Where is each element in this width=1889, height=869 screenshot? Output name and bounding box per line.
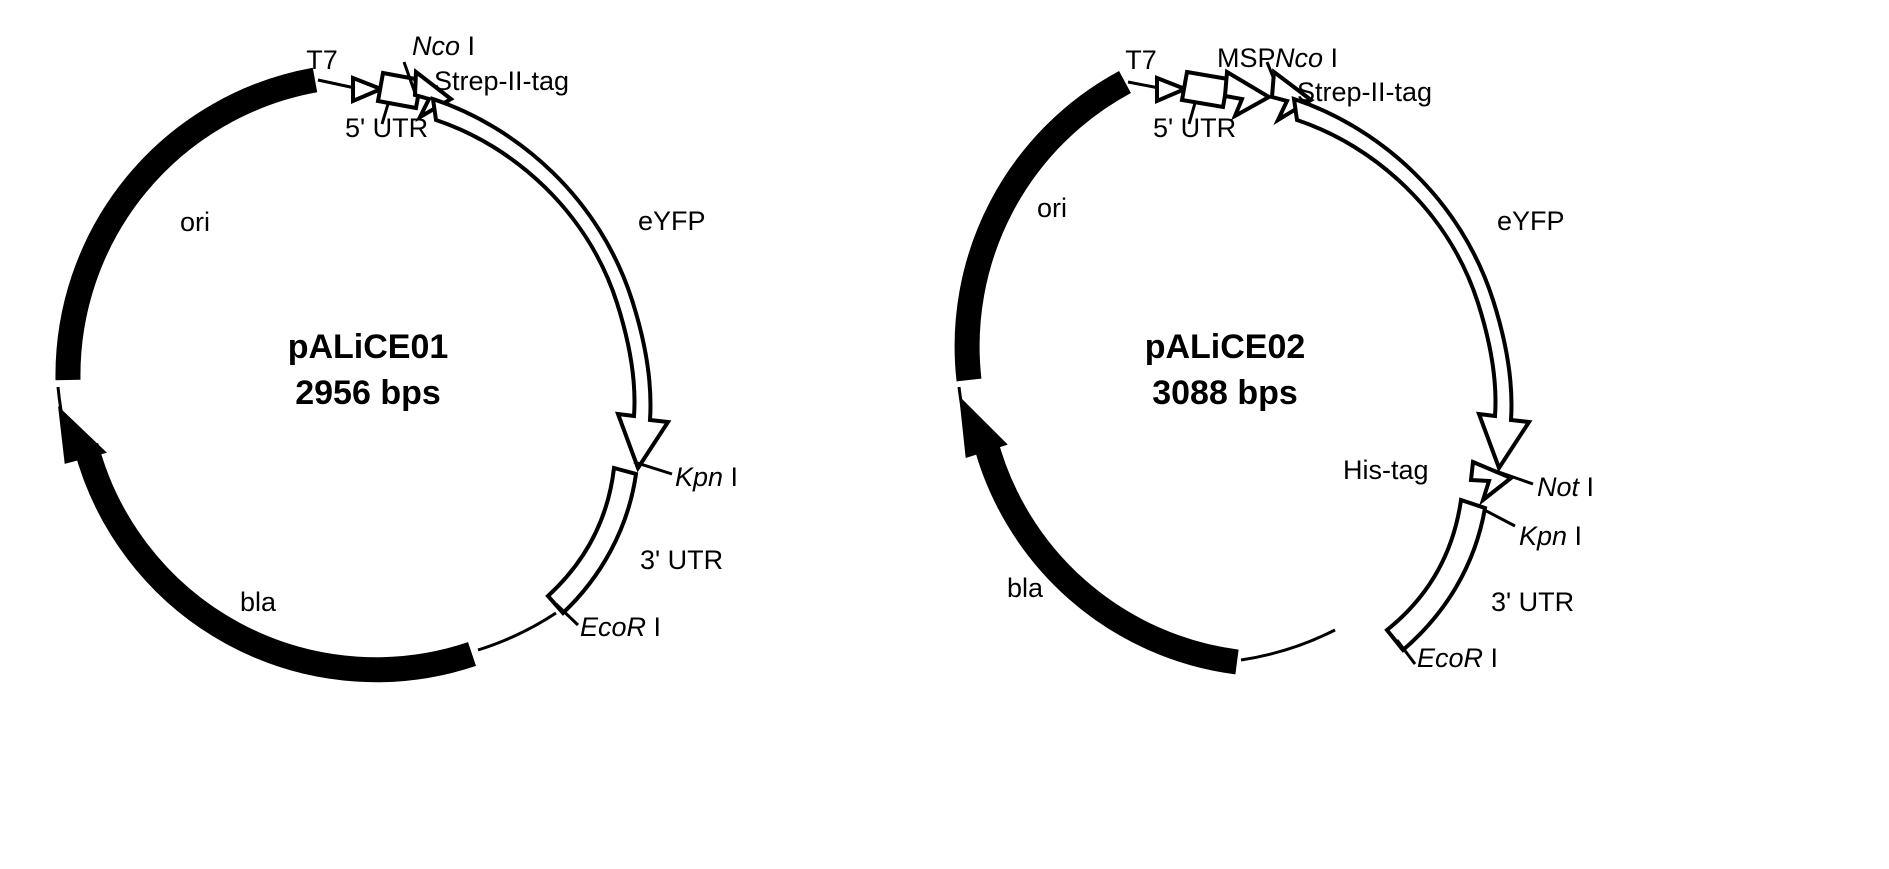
noti-leader [1492,468,1534,486]
label-5utr: 5' UTR [345,113,428,143]
feature-5utr-box [1179,69,1231,110]
kpni-leader [633,460,673,476]
label-bla: bla [1007,573,1044,603]
plasmid-title-left: pALiCE01 [288,328,449,366]
label-kpn-i-roman: I [723,462,738,492]
label-strep-ii-tag: Strep-II-tag [434,66,569,96]
label-3utr: 3' UTR [1491,587,1574,617]
label-nco-i-italic: Nco [1275,43,1323,73]
label-strep-ii-tag: Strep-II-tag [1297,77,1432,107]
label-eyfp: eYFP [1497,206,1565,236]
5utr-leader [380,103,390,125]
feature-t7-promoter [1127,75,1191,105]
label-msp: MSP [1217,43,1276,73]
feature-ori [55,67,318,381]
label-kpn-i: Kpn I [1519,521,1582,551]
feature-strep-ii-tag [412,68,455,123]
feature-3utr [545,465,639,616]
ncoi-leader [402,61,417,94]
feature-eyfp [430,96,672,473]
plasmid-map-palice02: T7 5' UTR MSP Nco I Strep-II-tag eYFP Hi… [945,0,1889,869]
ecori-leader [1395,639,1417,665]
label-kpn-i-roman: I [1567,521,1582,551]
5utr-leader [1187,102,1197,125]
label-eyfp: eYFP [638,206,706,236]
plasmid-size-right: 3088 bps [1152,374,1298,412]
label-t7: T7 [1125,45,1157,75]
label-kpn-i-italic: Kpn [675,462,723,492]
feature-ori [954,70,1131,382]
label-nco-i-roman: I [1323,43,1338,73]
label-ecor-i-roman: I [646,612,661,642]
bla-arrowhead [58,406,107,464]
label-ecor-i-roman: I [1483,643,1498,673]
label-3utr: 3' UTR [640,545,723,575]
plasmid-title-right: pALiCE02 [1145,328,1306,366]
label-not-i: Not I [1537,472,1594,502]
plasmid-map-palice01: T7 5' UTR Nco I Strep-II-tag eYFP Kpn I … [0,0,944,869]
label-kpn-i: Kpn I [675,462,738,492]
bla-arrowhead [959,395,1008,458]
label-nco-i: Nco I [1275,43,1338,73]
label-ori: ori [180,207,210,237]
label-nco-i-italic: Nco [412,31,460,61]
feature-bla [972,436,1239,675]
label-t7: T7 [306,45,338,75]
label-his-tag: His-tag [1343,455,1429,485]
backbone-circle [56,386,557,652]
label-5utr: 5' UTR [1153,113,1236,143]
label-nco-i-roman: I [460,31,475,61]
feature-t7-promoter [317,75,387,105]
label-not-i-roman: I [1579,472,1594,502]
label-bla: bla [240,587,277,617]
label-nco-i: Nco I [412,31,475,61]
feature-his-tag [1468,459,1515,506]
label-ecor-i: EcoR I [1417,643,1498,673]
feature-eyfp [1291,96,1533,473]
label-kpn-i-italic: Kpn [1519,521,1567,551]
feature-bla [73,442,476,683]
label-ori: ori [1037,193,1067,223]
label-not-i-italic: Not [1537,472,1581,502]
label-ecor-i-italic: EcoR [1417,643,1483,673]
feature-strep-ii-tag [1269,68,1315,126]
plasmid-size-left: 2956 bps [295,374,441,412]
label-ecor-i-italic: EcoR [580,612,646,642]
feature-3utr [1384,497,1488,653]
ecori-leader [554,602,580,627]
label-ecor-i: EcoR I [580,612,661,642]
feature-msp [1222,68,1274,121]
